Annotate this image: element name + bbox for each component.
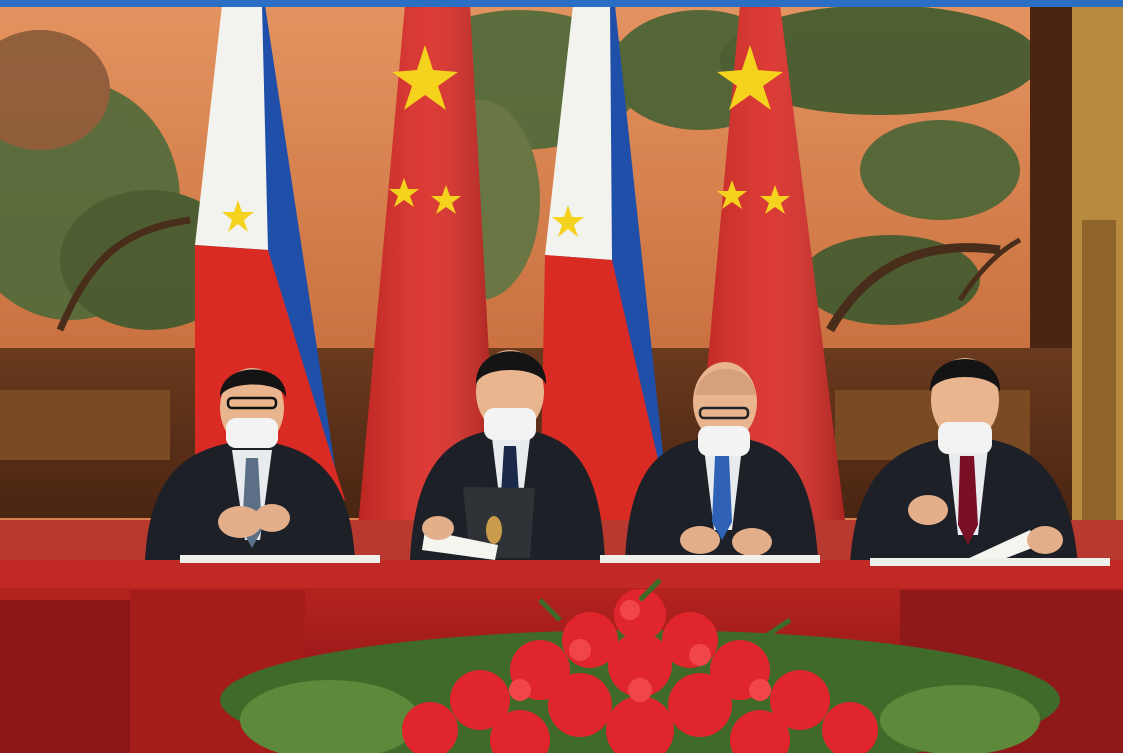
flower-arrangement	[220, 578, 1060, 753]
china-flag	[355, 5, 500, 560]
signatory	[410, 350, 605, 560]
carving-left	[0, 390, 170, 460]
document	[870, 558, 1110, 566]
top-band	[0, 0, 1123, 7]
document	[180, 555, 380, 563]
signatory	[145, 368, 355, 560]
document	[600, 555, 820, 563]
signatory	[850, 358, 1078, 570]
signatory	[625, 362, 818, 560]
